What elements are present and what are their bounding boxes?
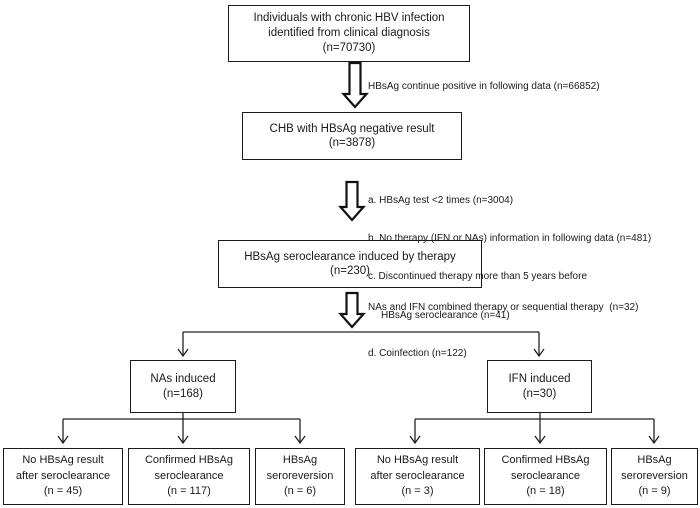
label-exclusion-list: a. HBsAg test <2 times (n=3004) b. No th… [368, 169, 651, 387]
box-text-line: seroclearance [154, 469, 224, 482]
box-text-line: after seroclearance [15, 469, 111, 482]
box-text-line: seroreversion [621, 469, 688, 482]
box-text-line: HBsAg seroclearance induced by therapy [244, 250, 456, 263]
exclusion-item-d: d. Coinfection (n=122) [368, 348, 467, 360]
box-text-line: (n=30) [522, 387, 557, 400]
box-text-line: HBsAg [637, 454, 672, 467]
box-ifn-confirmed: Confirmed HBsAg seroclearance (n = 18) [484, 448, 607, 505]
box-text-line: Confirmed HBsAg [144, 454, 234, 467]
box-ifn-no-result: No HBsAg result after seroclearance (n =… [355, 448, 480, 505]
down-block-arrow-top [341, 61, 369, 109]
box-ifn-induced: IFN induced (n=30) [487, 360, 592, 413]
box-text-line: CHB with HBsAg negative result [269, 122, 435, 135]
box-text-line: (n=168) [163, 387, 203, 400]
box-chb-hbsag-negative: CHB with HBsAg negative result (n=3878) [242, 112, 462, 160]
box-text-line: IFN induced [508, 373, 571, 385]
box-text-line: Confirmed HBsAg [501, 454, 590, 467]
box-text-line: seroclearance [510, 469, 581, 482]
box-text-line: Individuals with chronic HBV infection [253, 12, 445, 24]
box-text-line: identified from clinical diagnosis [268, 27, 430, 39]
box-nas-induced: NAs induced (n=168) [130, 360, 236, 413]
box-text-line: No HBsAg result [376, 454, 459, 467]
split-connector-main [177, 331, 545, 358]
box-text-line: (n = 45) [43, 485, 83, 498]
box-text-line: (n = 18) [526, 485, 565, 498]
label-excluded-combined-therapy: NAs and IFN combined therapy or sequenti… [368, 302, 639, 313]
box-text-line: (n=3878) [328, 137, 376, 149]
box-text-line: (n = 6) [283, 485, 317, 498]
box-text-line: after seroclearance [370, 469, 465, 482]
label-excluded-positive: HBsAg continue positive in following dat… [368, 81, 600, 92]
exclusion-item-c-cont: HBsAg seroclearance (n=41) [381, 309, 510, 321]
box-chronic-hbv-infection: Individuals with chronic HBV infection i… [228, 5, 470, 62]
box-text-line: seroreversion [266, 469, 334, 482]
down-block-arrow-bottom [338, 291, 366, 329]
box-text-line: HBsAg [282, 454, 318, 467]
down-block-arrow-middle [338, 180, 366, 222]
box-text-line: No HBsAg result [22, 454, 104, 467]
exclusion-item-c: c. Discontinued therapy more than 5 year… [368, 271, 588, 283]
box-nas-no-result: No HBsAg result after seroclearance (n =… [3, 448, 123, 505]
box-text-line: (n = 3) [401, 485, 434, 498]
box-ifn-seroreversion: HBsAg seroreversion (n = 9) [611, 448, 698, 505]
box-text-line: (n=230) [330, 265, 370, 277]
box-seroclearance-therapy: HBsAg seroclearance induced by therapy (… [218, 240, 482, 288]
split-connector-ifn [409, 413, 660, 445]
box-nas-seroreversion: HBsAg seroreversion (n = 6) [255, 448, 345, 505]
box-nas-confirmed: Confirmed HBsAg seroclearance (n = 117) [128, 448, 250, 505]
split-connector-nas [57, 413, 306, 445]
box-text-line: (n = 117) [167, 485, 211, 498]
exclusion-item-a: a. HBsAg test <2 times (n=3004) [368, 194, 514, 206]
box-text-line: NAs induced [150, 373, 216, 385]
box-text-line: (n = 9) [638, 485, 671, 498]
exclusion-item-b: b. No therapy (IFN or NAs) information i… [368, 232, 652, 244]
box-text-line: (n=70730) [322, 42, 376, 54]
